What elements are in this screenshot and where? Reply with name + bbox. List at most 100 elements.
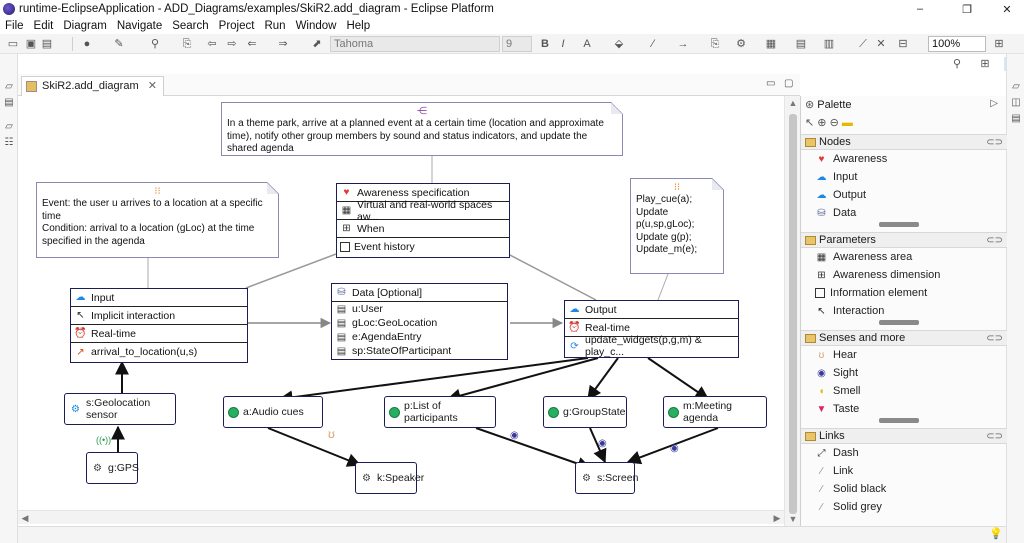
maximize-button[interactable]: ❐ — [962, 3, 972, 16]
awareness-input-link[interactable] — [245, 253, 337, 289]
drawer-header[interactable]: Nodes⊂⊃ — [801, 134, 1007, 150]
font-name-combo[interactable]: Tahoma — [330, 36, 500, 52]
palette-item-data[interactable]: ⛁Data — [801, 204, 1007, 222]
minimize-view-icon[interactable]: ▭ — [766, 78, 776, 89]
data-node[interactable]: ⛁Data [Optional] ▤u:User ▤gLoc:GeoLocati… — [331, 283, 508, 360]
speaker-node[interactable]: ⚙k:Speaker — [355, 462, 424, 494]
menu-search[interactable]: Search — [172, 20, 209, 32]
project-explorer-icon[interactable]: ▤ — [4, 97, 14, 108]
event-note[interactable]: ⁝⁝ Event: the user u arrives to a locati… — [36, 182, 279, 258]
forward-arrow-icon[interactable]: ⇨ — [227, 38, 237, 50]
annotation-icon[interactable]: ⎘ — [182, 38, 192, 50]
copy-format-icon[interactable]: ⎘ — [710, 38, 720, 50]
back-arrow-icon[interactable]: ⇦ — [207, 38, 217, 50]
awareness-output-link[interactable] — [507, 253, 597, 301]
scroll-left-icon[interactable]: ◀ — [21, 513, 29, 523]
export-icon[interactable]: ⬈ — [312, 38, 322, 50]
group-state-node[interactable]: g:GroupState — [543, 396, 627, 428]
run-tool-icon[interactable]: ✎ — [114, 38, 124, 50]
palette-item-taste[interactable]: ▼Taste — [801, 400, 1007, 418]
palette-item-link[interactable]: ∕Link — [801, 462, 1007, 480]
pin-icon[interactable]: ⊂⊃ — [986, 431, 1003, 442]
gps-node[interactable]: ⚙g:GPS — [86, 452, 139, 484]
back-nav-icon[interactable]: ⇐ — [247, 38, 257, 50]
menu-window[interactable]: Window — [295, 20, 337, 32]
save-all-icon[interactable]: ▤ — [41, 38, 53, 50]
fill-color-icon[interactable]: ⬙ — [614, 38, 624, 50]
horizontal-scrollbar[interactable]: ◀ ▶ — [18, 510, 784, 524]
menu-file[interactable]: File — [5, 20, 24, 32]
minimize-button[interactable]: – — [916, 3, 924, 15]
output-participants-arrow[interactable] — [446, 357, 599, 403]
line-style-icon[interactable]: → — [677, 38, 689, 50]
outline-icon[interactable]: ☷ — [4, 137, 14, 148]
zoom-in-icon[interactable]: ⊕ — [817, 117, 827, 129]
scroll-down-icon[interactable]: ▼ — [788, 514, 798, 524]
diagram-canvas[interactable]: ((•)) ʊ ◉ ◉ ◉ ⋲ In a theme park, arrive … — [18, 96, 800, 510]
drawer-header[interactable]: Senses and more⊂⊃ — [801, 330, 1007, 346]
note-link[interactable] — [657, 273, 669, 301]
scroll-right-icon[interactable]: ▶ — [773, 513, 781, 523]
restore-icon[interactable]: ▱ — [1012, 81, 1020, 92]
palette-expand-icon[interactable]: ▷ — [990, 98, 998, 109]
font-size-combo[interactable]: 9 — [502, 36, 532, 52]
output-agenda-arrow[interactable] — [647, 357, 710, 400]
palette-item-awareness-dimension[interactable]: ⊞Awareness dimension — [801, 266, 1007, 284]
save-icon[interactable]: ▣ — [25, 38, 37, 50]
editor-tab[interactable]: SkiR2.add_diagram ✕ — [21, 76, 164, 96]
distribute-icon[interactable]: ▥ — [823, 38, 835, 50]
italic-icon[interactable]: I — [561, 38, 565, 50]
palette-item-input[interactable]: ☁Input — [801, 168, 1007, 186]
output-groupstate-arrow[interactable] — [587, 357, 619, 401]
scroll-thumb[interactable] — [789, 114, 797, 514]
menu-edit[interactable]: Edit — [33, 20, 54, 32]
audio-cues-node[interactable]: a:Audio cues — [223, 396, 323, 428]
pin-icon[interactable]: ⊂⊃ — [986, 137, 1003, 148]
palette-item-solid-black[interactable]: ∕Solid black — [801, 480, 1007, 498]
select-tool-icon[interactable]: ↖ — [805, 117, 815, 129]
arrange-icon[interactable]: ⚙ — [736, 38, 746, 50]
open-perspective-icon[interactable]: ⊞ — [980, 58, 990, 70]
menu-diagram[interactable]: Diagram — [63, 20, 107, 32]
palette-item-sight[interactable]: ◉Sight — [801, 364, 1007, 382]
scenario-note[interactable]: ⋲ In a theme park, arrive at a planned e… — [221, 102, 623, 156]
drawer-header[interactable]: Parameters⊂⊃ — [801, 232, 1007, 248]
action-note[interactable]: ⁝⁝ Play_cue(a); Update p(u,sp,gLoc); Upd… — [630, 178, 724, 274]
snap-icon[interactable]: ✕ — [876, 38, 886, 50]
palette-item-output[interactable]: ☁Output — [801, 186, 1007, 204]
forward-nav-icon[interactable]: ⇒ — [278, 38, 288, 50]
palette-item-solid-grey[interactable]: ∕Solid grey — [801, 498, 1007, 516]
menu-navigate[interactable]: Navigate — [116, 20, 163, 32]
awareness-specification-node[interactable]: ♥Awareness specification ▦Virtual and re… — [336, 183, 510, 258]
close-button[interactable]: ✕ — [1002, 3, 1012, 16]
meeting-agenda-node[interactable]: m:Meeting agenda — [663, 396, 767, 428]
drawer-resize-handle[interactable] — [801, 418, 1007, 424]
lightbulb-icon[interactable]: 💡 — [989, 528, 1003, 540]
screen-node[interactable]: ⚙s:Screen — [575, 462, 638, 494]
palette-item-awareness-area[interactable]: ▦Awareness area — [801, 248, 1007, 266]
menu-run[interactable]: Run — [264, 20, 286, 32]
output-node[interactable]: ☁Output ⏰Real-time ⟳update_widgets(p,g,m… — [564, 300, 739, 358]
restore-icon[interactable]: ▱ — [5, 121, 13, 132]
palette-item-awareness[interactable]: ♥Awareness — [801, 150, 1007, 168]
search-tool-icon[interactable]: ⚲ — [150, 38, 160, 50]
palette-item-information-element[interactable]: Information element — [801, 284, 1007, 302]
router-icon[interactable]: ⟋ — [859, 38, 867, 50]
search-icon[interactable]: ⚲ — [952, 58, 962, 70]
console-icon[interactable]: ▤ — [1011, 113, 1021, 124]
menu-project[interactable]: Project — [218, 20, 255, 32]
perspective-icon[interactable]: ⊞ — [994, 38, 1004, 50]
properties-icon[interactable]: ◫ — [1011, 97, 1021, 108]
maximize-view-icon[interactable]: ▢ — [784, 78, 794, 89]
output-audio-arrow[interactable] — [278, 357, 589, 405]
new-icon[interactable]: ▭ — [7, 38, 19, 50]
font-color-icon[interactable]: A — [583, 38, 591, 50]
input-node[interactable]: ☁Input ↖Implicit interaction ⏰Real-time … — [70, 288, 248, 363]
groupstate-screen-arrow[interactable] — [589, 427, 607, 464]
debug-icon[interactable]: ● — [83, 38, 91, 50]
participants-node[interactable]: p:List of participants — [384, 396, 496, 428]
palette-item-smell[interactable]: ◖Smell — [801, 382, 1007, 400]
participants-screen-arrow[interactable] — [475, 427, 592, 471]
geolocation-sensor-node[interactable]: ⚙s:Geolocation sensor — [64, 393, 176, 425]
